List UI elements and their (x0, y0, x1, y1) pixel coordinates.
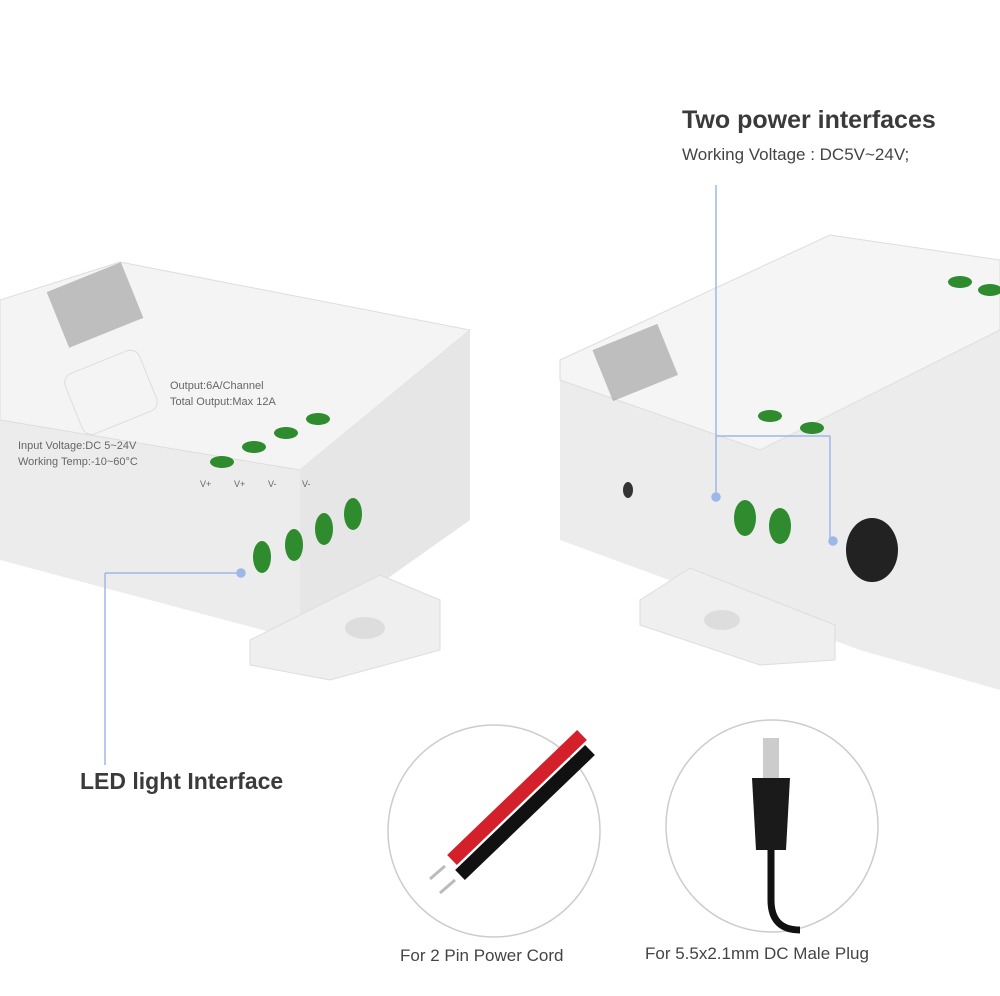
dc-plug-image (665, 719, 879, 934)
power-terminals (734, 276, 1000, 544)
callout-lines (104, 185, 838, 765)
dc-jack (846, 518, 898, 582)
working-temp-label: Working Temp:-10~60°C (18, 456, 138, 468)
mounting-tab (249, 574, 441, 681)
led-interface-label: LED light Interface (80, 768, 284, 794)
qr-code (46, 262, 144, 348)
dc-plug-caption: For 5.5x2.1mm DC Male Plug (645, 944, 869, 963)
output-label: Output:6A/Channel (170, 380, 264, 392)
total-output-label: Total Output:Max 12A (170, 396, 276, 408)
input-voltage-label: Input Voltage:DC 5~24V (18, 440, 137, 452)
terminal-label: V+ (200, 479, 212, 489)
power-cord-caption: For 2 Pin Power Cord (400, 946, 564, 965)
power-cord-image (387, 724, 601, 938)
device-button (64, 349, 158, 435)
terminal-label: V- (302, 479, 311, 489)
headline-subtitle: Working Voltage : DC5V~24V; (682, 145, 910, 164)
left-controller (0, 261, 472, 681)
terminal-label: V+ (234, 479, 246, 489)
terminal-holes (210, 413, 362, 573)
headline-title: Two power interfaces (682, 106, 936, 134)
right-controller (559, 234, 1000, 690)
qr-code (592, 323, 678, 402)
terminal-label: V- (268, 479, 277, 489)
